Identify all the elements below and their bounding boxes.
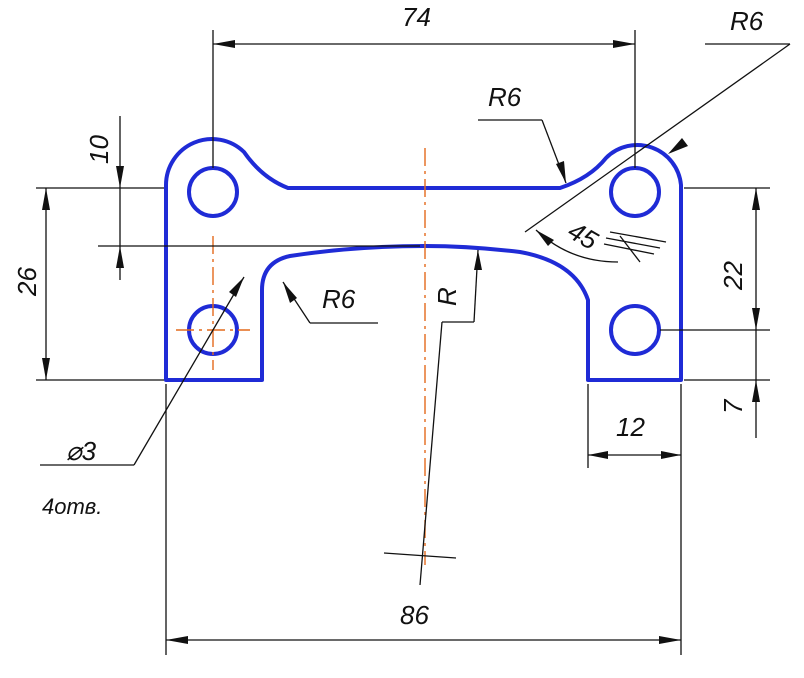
dim-total-height: 26 bbox=[12, 267, 42, 297]
dim-angle: 45 bbox=[563, 215, 604, 256]
dim-radius-top-right: R6 bbox=[730, 6, 764, 36]
part-outline bbox=[164, 137, 683, 382]
dimension-lines bbox=[36, 30, 791, 655]
dim-leg-width: 12 bbox=[616, 412, 645, 442]
dim-top-width: 74 bbox=[402, 2, 431, 32]
hole-bottom-right bbox=[609, 304, 661, 356]
dim-hole-spacing: 22 bbox=[718, 261, 748, 291]
dim-bottom-width: 86 bbox=[400, 600, 429, 630]
dim-radius-fillet-inner: R6 bbox=[322, 284, 356, 314]
dim-radius-fillet-top: R6 bbox=[488, 82, 522, 112]
hole-top-left bbox=[187, 166, 239, 218]
dim-bottom-offset: 7 bbox=[718, 398, 748, 414]
dim-hole-count: 4отв. bbox=[42, 494, 102, 519]
dim-radius-arc: R bbox=[432, 287, 462, 306]
hole-top-right bbox=[609, 166, 661, 218]
dim-top-offset: 10 bbox=[84, 135, 114, 164]
dim-hole-diameter: ⌀3 bbox=[66, 436, 97, 466]
